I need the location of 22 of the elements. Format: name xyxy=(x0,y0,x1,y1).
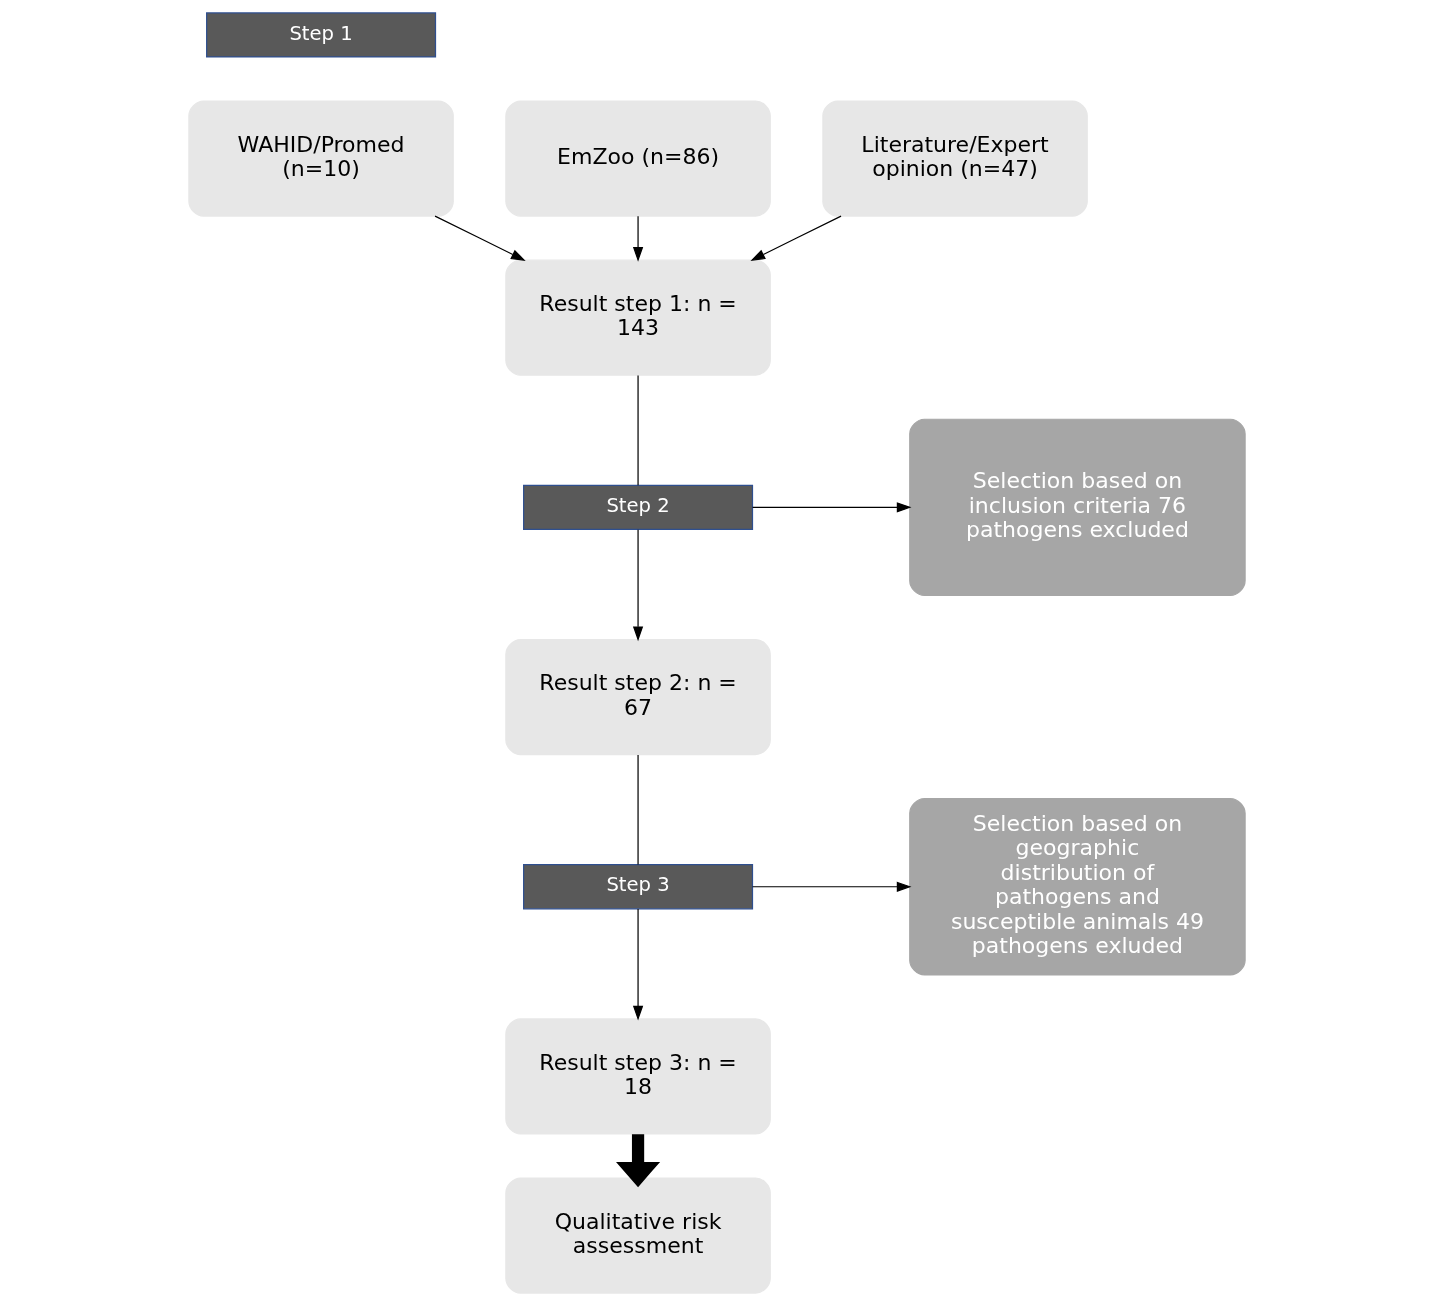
node-box: WAHID/Promed (n=10) xyxy=(188,100,454,217)
node-box: Result step 1: n = 143 xyxy=(505,259,771,376)
node-box: Literature/Expert opinion (n=47) xyxy=(822,100,1088,217)
arrow xyxy=(750,215,842,261)
connector xyxy=(637,374,639,486)
arrow xyxy=(752,881,912,892)
arrow xyxy=(616,1134,661,1188)
connector xyxy=(637,754,639,866)
arrow xyxy=(752,502,912,513)
arrow xyxy=(632,908,644,1021)
node-box: Step 1 xyxy=(206,12,437,58)
arrow xyxy=(632,529,644,642)
node-box: Result step 2: n = 67 xyxy=(505,638,771,756)
node-box: EmZoo (n=86) xyxy=(505,100,771,217)
arrow xyxy=(632,215,644,262)
node-box: Selection based on inclusion criteria 76 pathogens excluded xyxy=(909,418,1246,597)
node-box: Step 2 xyxy=(523,484,754,530)
arrow xyxy=(434,215,526,261)
node-box: Qualitative risk assessment xyxy=(505,1177,771,1294)
node-box: Selection based on geographic distribution of pathogens and susceptible animals 49 pathogens exluded xyxy=(909,798,1246,976)
node-box: Step 3 xyxy=(523,864,754,910)
node-box: Result step 3: n = 18 xyxy=(505,1018,771,1135)
